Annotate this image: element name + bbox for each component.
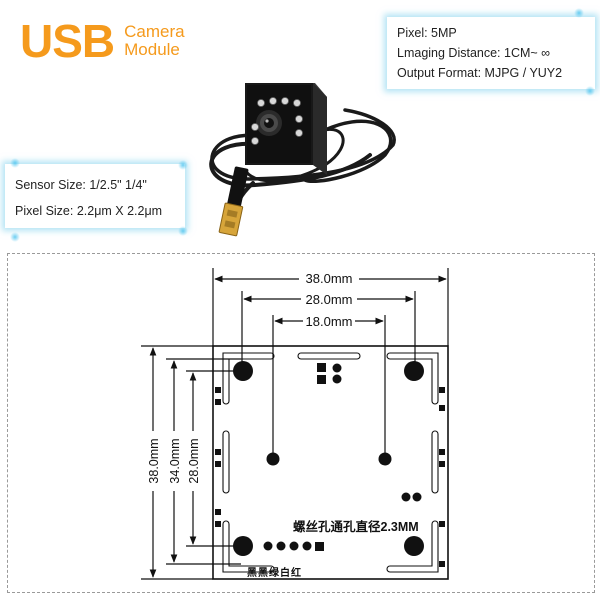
sparkle-decoration: [178, 160, 188, 170]
sparkle-decoration: [574, 8, 584, 18]
mount-hole: [233, 361, 253, 381]
dim-top-18: 18.0mm: [306, 314, 353, 329]
sparkle-decoration: [10, 158, 20, 168]
sparkle-decoration: [10, 232, 20, 242]
screw-hole-note: 螺丝孔通孔直径2.3MM: [293, 519, 419, 534]
dimension-drawing: 38.0mm 28.0mm 18.0mm 38.0mm 34.0mm 28.0m…: [141, 268, 449, 580]
sparkle-decoration: [585, 86, 595, 96]
wire-color-label: 黑黑绿白红: [247, 566, 302, 579]
inner-hole: [378, 452, 392, 466]
brand-logo: USB Camera Module: [20, 18, 185, 64]
dim-top-38: 38.0mm: [306, 271, 353, 286]
dimension-drawing-panel: 38.0mm 28.0mm 18.0mm 38.0mm 34.0mm 28.0m…: [7, 253, 595, 593]
inner-hole: [266, 452, 280, 466]
spec-pixel: Pixel: 5MP: [397, 26, 457, 40]
logo-subtitle-line1: Camera: [124, 22, 185, 41]
dim-left-28: 28.0mm: [187, 438, 201, 483]
sparkle-decoration: [178, 226, 188, 236]
spec-box-sensor: Sensor Size: 1/2.5" 1/4" Pixel Size: 2.2…: [5, 164, 185, 228]
camera-product-image: [209, 83, 396, 237]
mount-hole: [404, 536, 424, 556]
spec-sensor-size: Sensor Size: 1/2.5" 1/4": [15, 178, 147, 192]
logo-subtitle-line2: Module: [124, 40, 180, 59]
logo-usb-text: USB: [20, 15, 115, 67]
mount-hole: [404, 361, 424, 381]
spec-box-output: Pixel: 5MP Lmaging Distance: 1CM~ ∞ Outp…: [387, 17, 595, 89]
mount-hole: [233, 536, 253, 556]
dim-top-28: 28.0mm: [306, 292, 353, 307]
spec-pixel-size: Pixel Size: 2.2μm X 2.2μm: [15, 204, 163, 218]
dim-left-34: 34.0mm: [168, 438, 182, 483]
spec-output-format: Output Format: MJPG / YUY2: [397, 66, 563, 80]
dim-left-38: 38.0mm: [147, 438, 161, 483]
spec-imaging-distance: Lmaging Distance: 1CM~ ∞: [397, 46, 551, 60]
logo-subtitle: Camera Module: [124, 23, 184, 59]
